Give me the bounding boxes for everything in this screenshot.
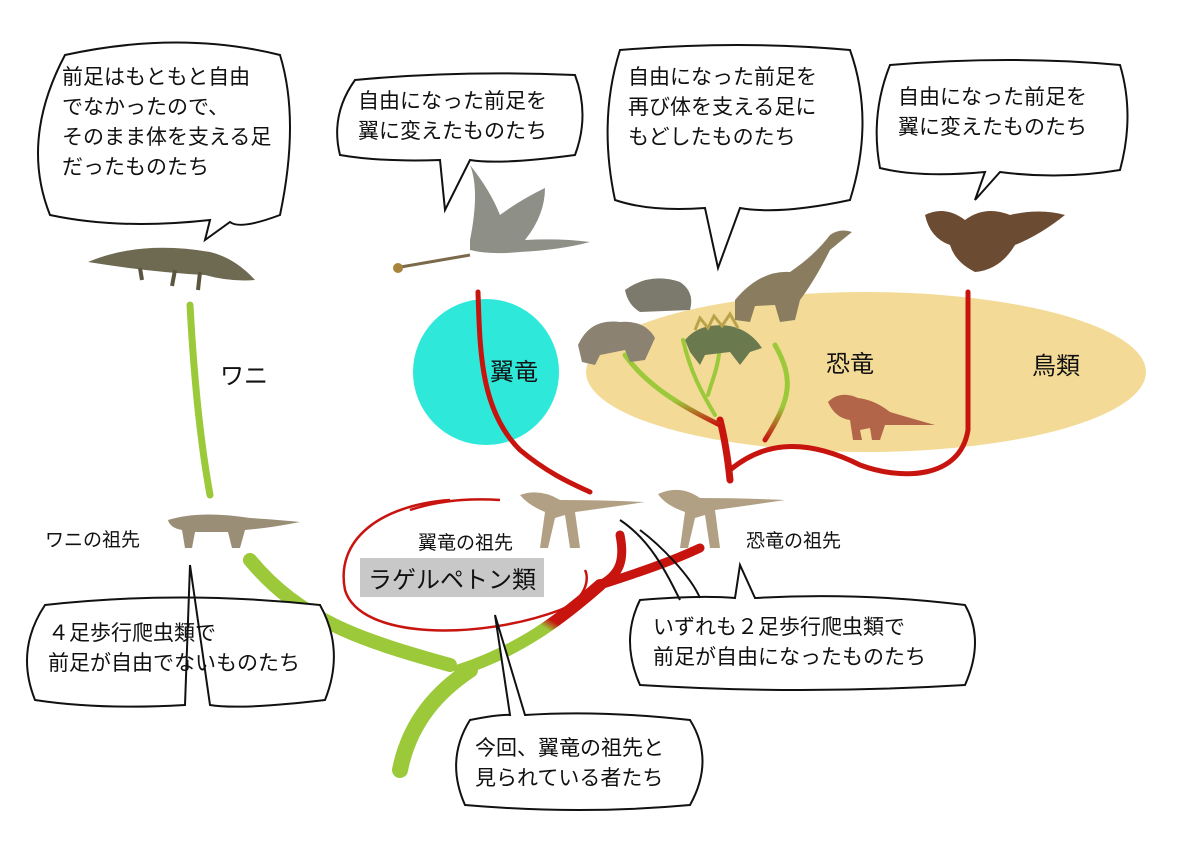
croc-branch <box>190 305 210 495</box>
dinosaur-ancestor-label: 恐竜の祖先 <box>746 526 841 553</box>
bubble-crocodile-text: 前足はもともと自由 でなかったので、 そのまま体を支える足 だったものたち <box>62 62 271 182</box>
pterosaur-group-label: 翼竜 <box>490 352 538 387</box>
bubble-pterosaur-text: 自由になった前足を 翼に変えたものたち <box>358 86 547 146</box>
pterosaur-ancestor-icon <box>520 492 645 548</box>
croc-ancestor-icon <box>168 514 300 548</box>
lagerpetid-group-label: ラゲルペトン類 <box>360 558 544 597</box>
bubble-lagerpetid-text: 今回、翼竜の祖先と 見られている者たち <box>475 733 664 793</box>
pterosaur-icon <box>393 165 590 273</box>
bubble-bird-text: 自由になった前足を 翼に変えたものたち <box>898 82 1087 142</box>
bubble-dinosaur-text: 自由になった前足を 再び体を支える足に もどしたものたち <box>628 62 817 152</box>
eagle-icon <box>925 211 1065 272</box>
bubble-quadruped-text: ４足歩行爬虫類で 前足が自由でないものたち <box>48 618 300 678</box>
croc-ancestor-label: ワニの祖先 <box>45 525 140 552</box>
bubble-bipedal-text: いずれも２足歩行爬虫類で 前足が自由になったものたち <box>653 612 926 672</box>
pterosaur-ancestor-label: 翼竜の祖先 <box>418 528 513 555</box>
croc-lineage-label: ワニ <box>220 356 268 391</box>
bird-group-label: 鳥類 <box>1032 346 1080 381</box>
ankylosaur-icon <box>625 278 691 312</box>
dinosaur-group-label: 恐竜 <box>826 344 874 379</box>
crocodile-icon <box>88 248 255 290</box>
